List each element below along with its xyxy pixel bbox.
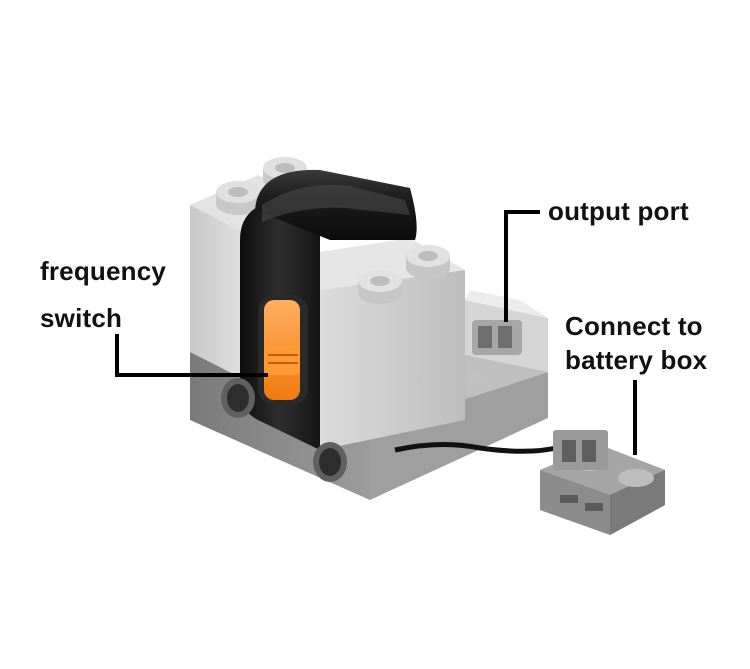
axle-hole-1 — [221, 378, 255, 418]
axle-hole-2 — [313, 442, 347, 482]
label-switch: switch — [40, 303, 123, 333]
stud-right-1 — [358, 270, 402, 304]
leader-frequency-switch — [115, 334, 268, 377]
label-frequency: frequency — [40, 256, 167, 286]
frequency-switch[interactable] — [258, 295, 308, 405]
output-port[interactable] — [464, 290, 548, 384]
label-output-port: output port — [548, 196, 689, 226]
leader-output-port — [504, 210, 540, 322]
stud-right-2 — [406, 245, 450, 279]
stud-left-1 — [216, 181, 260, 215]
label-battery-box: battery box — [565, 345, 708, 375]
label-connect-to: Connect to — [565, 311, 703, 341]
battery-plug[interactable] — [540, 430, 665, 535]
leader-lines — [115, 210, 637, 455]
cable — [394, 441, 561, 454]
